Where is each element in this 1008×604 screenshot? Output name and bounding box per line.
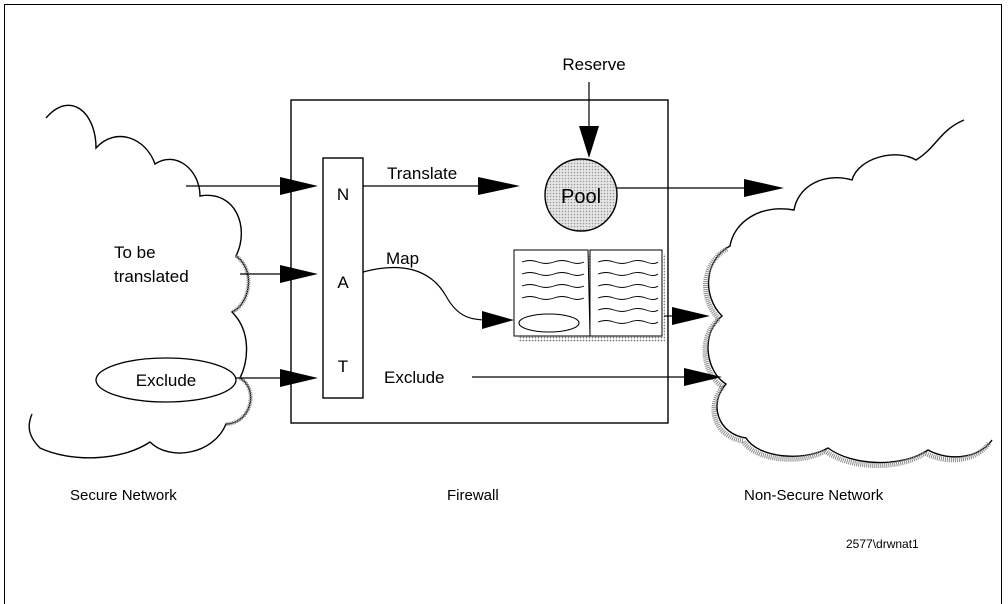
- nat-letter-t: T: [338, 357, 348, 376]
- secure-network-cloud: [28, 104, 253, 459]
- exclude-right-label: Exclude: [384, 368, 444, 387]
- input-arrows: [186, 177, 318, 387]
- figure-id-label: 2577\drwnat1: [846, 537, 919, 551]
- reserve-arrowhead: [579, 126, 599, 158]
- map-arrowhead: [482, 311, 514, 329]
- map-label: Map: [386, 249, 419, 268]
- book-icon: [513, 249, 665, 342]
- non-secure-network-cloud: [702, 119, 993, 469]
- to-be-label-line2: translated: [114, 267, 189, 286]
- translate-label: Translate: [387, 164, 457, 183]
- pool-out-arrowhead: [744, 179, 784, 197]
- exclude-arrowhead: [684, 368, 722, 386]
- exclude-left-label: Exclude: [136, 371, 196, 390]
- nat-letter-a: A: [337, 273, 349, 292]
- secure-network-label: Secure Network: [70, 487, 177, 504]
- non-secure-network-label: Non-Secure Network: [744, 487, 884, 504]
- reserve-label: Reserve: [562, 55, 625, 74]
- to-be-label-line1: To be: [114, 243, 156, 262]
- firewall-label: Firewall: [447, 487, 499, 504]
- figure-frame: [4, 4, 1002, 604]
- pool-circle: [544, 158, 618, 232]
- translate-arrowhead: [478, 177, 520, 195]
- nat-box: [322, 157, 364, 399]
- exclude-ellipse: [95, 357, 237, 403]
- map-arrow-line: [362, 266, 489, 321]
- book-out-arrowhead: [672, 307, 710, 325]
- nat-letter-n: N: [337, 185, 349, 204]
- pool-label: Pool: [561, 186, 601, 208]
- firewall-box: [290, 99, 669, 424]
